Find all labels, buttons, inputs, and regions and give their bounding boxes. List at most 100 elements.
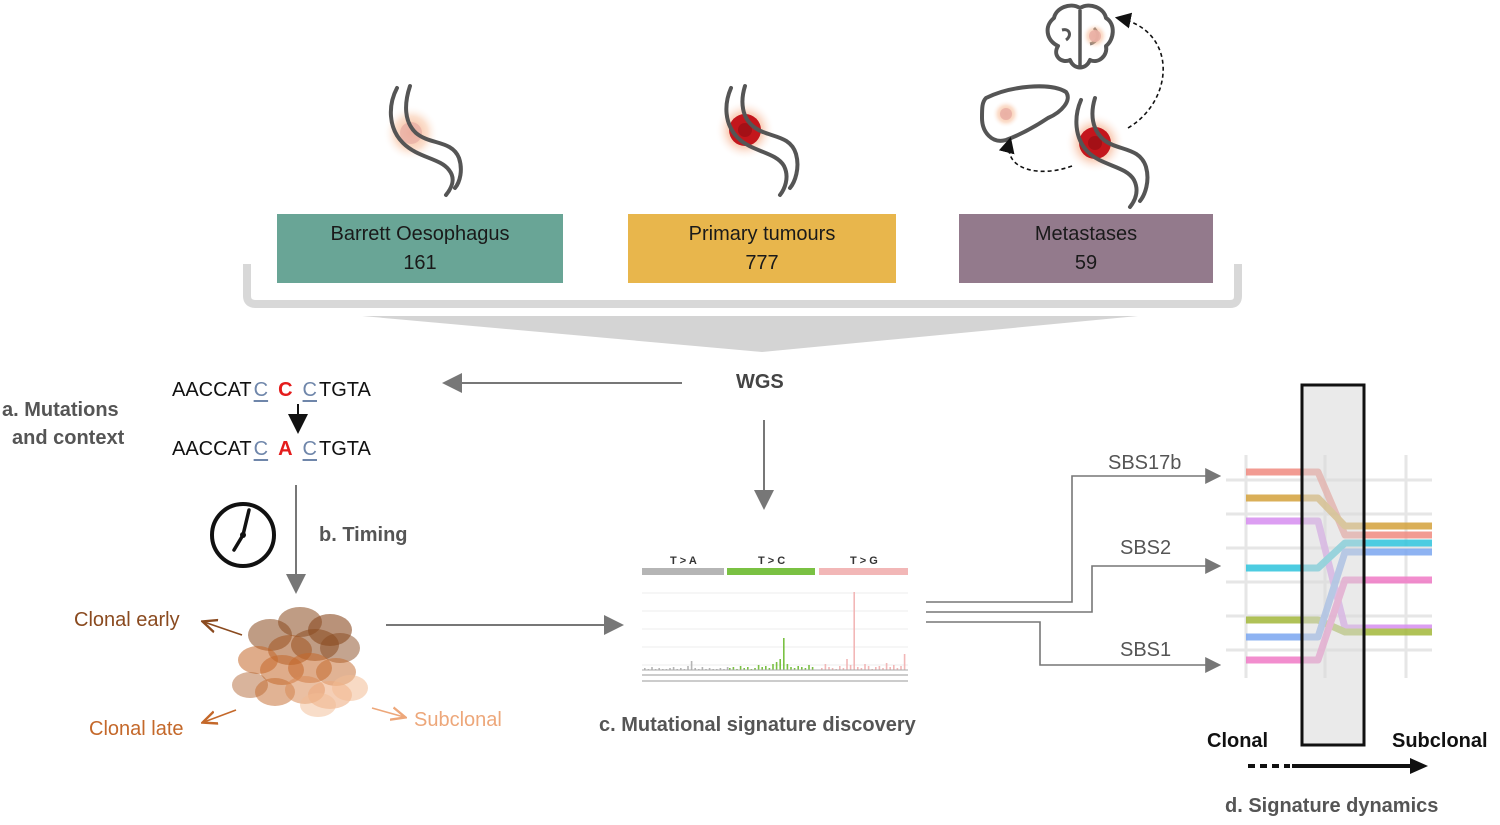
spectrum-bar — [690, 661, 693, 670]
spectrum-bar — [772, 664, 774, 670]
spectrum-bar — [708, 668, 711, 670]
dynamics-subclonal-label: Subclonal — [1392, 730, 1488, 752]
seq-suffix: TGTA — [319, 438, 371, 460]
group-metastases: Metastases 59 — [959, 214, 1213, 283]
spectrum-bar — [672, 667, 675, 670]
spectrum-bar — [743, 668, 745, 670]
spectrum-bar — [761, 667, 763, 670]
oesophagus-barrett-icon — [383, 84, 463, 197]
seq-context-left: C — [253, 379, 269, 401]
spectrum-bar — [754, 668, 756, 670]
group-name: Metastases — [1034, 222, 1138, 245]
clonal-early-label: Clonal early — [74, 609, 180, 631]
mutational-spectrum-chart — [642, 568, 908, 682]
spectrum-bar — [889, 667, 891, 670]
spectrum-bar — [779, 659, 781, 670]
spectrum-bar — [658, 668, 660, 670]
spectrum-category-tg: T > G — [850, 555, 878, 567]
signature-label-sbs1: SBS1 — [1120, 639, 1172, 661]
group-box-metastases — [959, 214, 1213, 283]
spectrum-bar — [783, 638, 785, 670]
spectrum-bar — [831, 668, 834, 670]
panel-c-title: c. Mutational signature discovery — [599, 714, 916, 736]
spectrum-bar — [651, 667, 653, 670]
spectrum-category-tc: T > C — [758, 555, 786, 567]
group-count: 161 — [403, 251, 437, 274]
dynamics-clonal-label: Clonal — [1207, 730, 1269, 752]
metastasis-path-liver — [998, 136, 1073, 173]
clock-icon — [210, 502, 276, 568]
spectrum-bar — [765, 666, 767, 670]
liver-icon — [980, 84, 1070, 143]
connector-sbs2 — [926, 558, 1222, 613]
seq-mutated-base: A — [278, 438, 293, 460]
tumour-clones-cluster — [232, 607, 368, 717]
spectrum-bar — [821, 668, 823, 670]
group-primary: Primary tumours 777 — [628, 214, 896, 283]
spectrum-bar — [878, 666, 881, 670]
spectrum-bar — [882, 668, 884, 670]
spectrum-bar — [839, 666, 841, 670]
spectrum-bar — [644, 668, 646, 670]
spectrum-bar — [849, 665, 852, 670]
spectrum-bar — [900, 666, 902, 670]
spectrum-bar — [726, 667, 729, 670]
spectrum-bar — [828, 667, 830, 670]
oesophagus-metastatic-icon — [1065, 96, 1150, 209]
spectrum-bar — [786, 664, 789, 670]
spectrum-bar — [757, 665, 760, 670]
spectrum-bar — [885, 663, 888, 670]
clonal-late-arrow — [204, 709, 237, 722]
spectrum-bar — [801, 667, 803, 670]
spectrum-bar — [680, 668, 682, 670]
panel-a-title-line1: a. Mutations — [2, 399, 119, 421]
group-count: 777 — [745, 251, 779, 274]
wgs-label: WGS — [736, 371, 784, 393]
seq-context-right: C — [302, 438, 317, 460]
spectrum-bar — [747, 667, 749, 670]
group-name: Primary tumours — [688, 222, 836, 245]
connector-sbs17b — [926, 468, 1222, 603]
panel-a-title-line2: and context — [12, 427, 125, 449]
clonal-late-label: Clonal late — [89, 718, 184, 740]
spectrum-bar — [701, 667, 704, 670]
spectrum-bar — [857, 667, 859, 670]
group-name: Barrett Oesophagus — [330, 222, 510, 245]
cohort-funnel — [362, 316, 1138, 352]
spectrum-bar — [811, 667, 814, 670]
seq-reference-base: C — [278, 379, 293, 401]
spectrum-bar — [797, 666, 799, 670]
spectrum-category-bar — [642, 568, 724, 575]
spectrum-category-bar — [727, 568, 815, 575]
spectrum-bar — [808, 665, 810, 670]
spectrum-bar — [824, 664, 827, 670]
spectrum-bar — [853, 592, 855, 670]
spectrum-category-bar — [819, 568, 908, 575]
spectrum-bar — [867, 666, 870, 670]
spectrum-bar — [768, 668, 771, 670]
subclonal-label: Subclonal — [414, 709, 502, 731]
seq-context-right: C — [302, 379, 317, 401]
group-box-barrett — [277, 214, 563, 283]
metastasis-path-brain — [1114, 12, 1164, 129]
spectrum-bar — [893, 665, 895, 670]
spectrum-bar — [903, 654, 906, 670]
signature-label-sbs2: SBS2 — [1120, 537, 1172, 559]
signature-dynamics-plot — [1226, 383, 1432, 747]
group-barrett: Barrett Oesophagus 161 — [277, 214, 563, 283]
spectrum-category-ta: T > A — [670, 555, 697, 567]
spectrum-bar — [846, 659, 848, 670]
signature-label-sbs17b: SBS17b — [1108, 452, 1182, 474]
seq-suffix: TGTA — [319, 379, 371, 401]
panel-b-title: b. Timing — [319, 524, 408, 546]
spectrum-bar — [694, 668, 696, 670]
group-count: 59 — [1074, 251, 1098, 274]
spectrum-bar — [719, 668, 722, 670]
spectrum-bar — [804, 668, 807, 670]
spectrum-bar — [896, 668, 899, 670]
group-box-primary — [628, 214, 896, 283]
spectrum-bar — [842, 668, 845, 670]
